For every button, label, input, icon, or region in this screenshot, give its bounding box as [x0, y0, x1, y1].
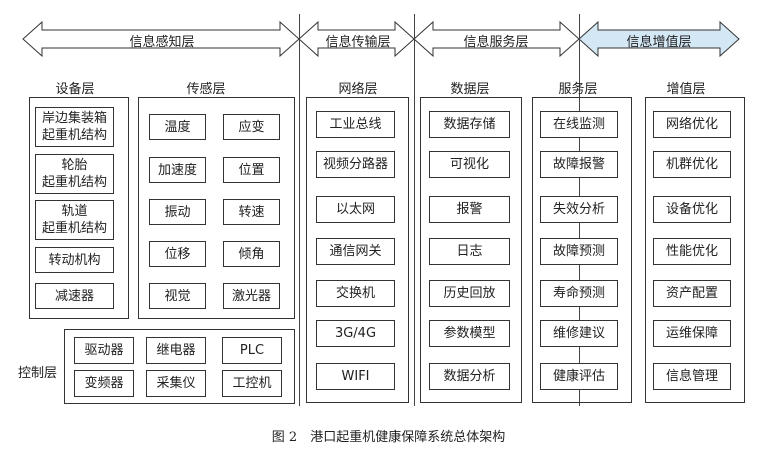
- device-layer-group: [29, 97, 129, 319]
- data-item: 日志: [429, 238, 510, 265]
- sensor-item: 应变: [223, 114, 280, 140]
- service-item: 故障报警: [540, 151, 618, 178]
- header-data-layer: 数据层: [450, 82, 490, 97]
- network-item: 视频分路器: [316, 151, 395, 178]
- sensor-item: 倾角: [223, 241, 280, 267]
- control-item: 变频器: [74, 370, 134, 397]
- service-item: 故障预测: [540, 238, 618, 265]
- sensor-item: 加速度: [149, 157, 206, 183]
- network-item: 通信网关: [316, 238, 395, 265]
- service-item: 失效分析: [540, 196, 618, 223]
- service-item: 在线监测: [540, 111, 618, 138]
- device-item: 轮胎起重机结构: [35, 154, 114, 194]
- network-item: 工业总线: [316, 111, 395, 138]
- data-item: 参数模型: [429, 320, 510, 347]
- network-item: 3G/4G: [316, 320, 395, 347]
- sensor-layer-group: [138, 97, 295, 319]
- control-item: 工控机: [222, 370, 282, 397]
- data-item: 可视化: [429, 151, 510, 178]
- sensor-item: 位置: [223, 157, 280, 183]
- banner-label-value-added: 信息增值层: [626, 35, 692, 50]
- control-item: 驱动器: [74, 337, 134, 364]
- divider-line: [299, 14, 300, 406]
- header-value-added-layer: 增值层: [666, 82, 706, 97]
- banner-arrow-value-added: [578, 20, 740, 58]
- control-item: 继电器: [146, 337, 206, 364]
- header-network-layer: 网络层: [338, 82, 378, 97]
- device-item: 轨道起重机结构: [35, 200, 114, 240]
- service-layer-group: [532, 97, 632, 403]
- value-added-item: 性能优化: [653, 238, 731, 265]
- device-item-line2: 起重机结构: [41, 175, 107, 190]
- service-item: 寿命预测: [540, 280, 618, 307]
- data-layer-group: [420, 97, 522, 403]
- data-item: 数据分析: [429, 363, 510, 390]
- device-item-line1: 岸边集装箱: [41, 111, 107, 126]
- value-added-item: 运维保障: [653, 320, 731, 347]
- network-item: WIFI: [316, 363, 395, 390]
- value-added-item: 网络优化: [653, 111, 731, 138]
- network-layer-group: [306, 97, 409, 403]
- sensor-item: 视觉: [149, 283, 206, 309]
- figure-caption: 图 2 港口起重机健康保障系统总体架构: [271, 430, 506, 445]
- device-item-line2: 起重机结构: [41, 128, 107, 143]
- value-added-item: 资产配置: [653, 280, 731, 307]
- control-layer-group: [64, 329, 295, 404]
- sensor-item: 振动: [149, 199, 206, 225]
- device-item: 减速器: [35, 283, 114, 309]
- banner-label-service: 信息服务层: [463, 35, 529, 50]
- network-item: 以太网: [316, 196, 395, 223]
- sensor-item: 位移: [149, 241, 206, 267]
- layer-banner-arrows: [22, 20, 740, 58]
- divider-line: [414, 14, 415, 406]
- sensor-item: 转速: [223, 199, 280, 225]
- sensor-item: 激光器: [223, 283, 280, 309]
- service-item: 健康评估: [540, 363, 618, 390]
- value-added-layer-group: [645, 97, 745, 403]
- control-item: PLC: [222, 337, 282, 364]
- data-item: 历史回放: [429, 280, 510, 307]
- device-item: 岸边集装箱起重机结构: [35, 107, 114, 147]
- device-item-line2: 起重机结构: [41, 221, 107, 236]
- header-sensor-layer: 传感层: [186, 82, 226, 97]
- value-added-item: 信息管理: [653, 363, 731, 390]
- value-added-item: 机群优化: [653, 151, 731, 178]
- value-added-item: 设备优化: [653, 196, 731, 223]
- data-item: 报警: [429, 196, 510, 223]
- header-service-layer: 服务层: [558, 82, 598, 97]
- network-item: 交换机: [316, 280, 395, 307]
- device-item-line1: 轨道: [61, 204, 88, 219]
- device-item: 转动机构: [35, 247, 114, 273]
- control-item: 采集仪: [146, 370, 206, 397]
- device-item-line1: 轮胎: [61, 158, 88, 173]
- banner-label-transmission: 信息传输层: [325, 35, 391, 50]
- data-item: 数据存储: [429, 111, 510, 138]
- service-item: 维修建议: [540, 320, 618, 347]
- banner-label-perception: 信息感知层: [129, 35, 195, 50]
- sensor-item: 温度: [149, 114, 206, 140]
- header-device-layer: 设备层: [55, 82, 95, 97]
- control-layer-label: 控制层: [18, 366, 58, 381]
